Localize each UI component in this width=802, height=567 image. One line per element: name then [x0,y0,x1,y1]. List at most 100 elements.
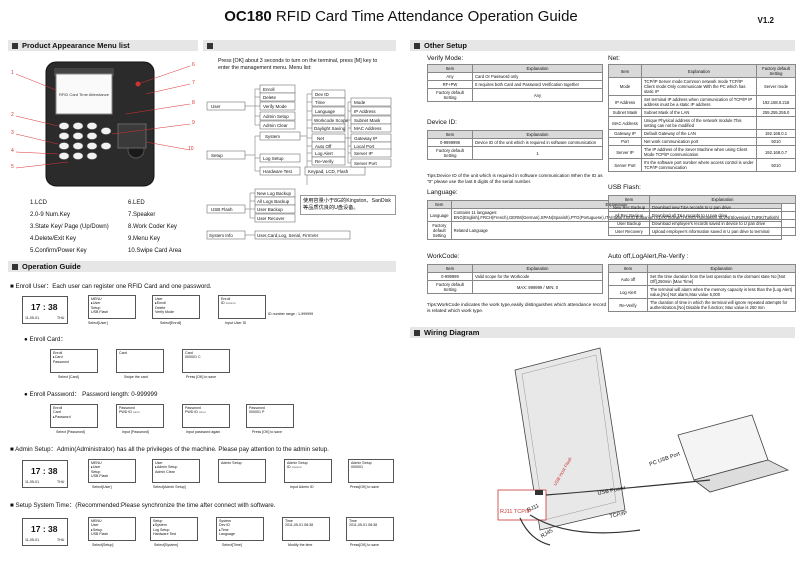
menu-net: Server Port [354,161,378,166]
wiring-diagram: PC USB Port USB Power TCP/IP RJ11 RJ45 R… [497,347,790,546]
menu-usb-item: User Recover [257,216,285,221]
caption: Press [OK] to save [252,430,282,434]
menu-sysinfo: System Info [209,233,233,238]
section-icon [12,42,18,49]
verify-title: Verify Mode: [427,55,464,62]
menu-item: Delete [263,95,277,100]
menu-net: Local Port [354,144,375,149]
caption: Press[OK] to save [350,543,379,547]
callout-lines [15,65,191,169]
caption: Input [Password] [122,430,149,434]
clock-screen: 17 : 38 11-05-01 THU [22,460,68,488]
callout-6: 6 [192,62,195,68]
caption: Input password again [186,430,221,434]
caption: Select[User] [92,485,112,489]
version-label: V1.2 [757,16,774,25]
menu-net: Gateway IP [354,136,377,141]
section-blank [203,40,396,51]
menu-sub: Auto Off [315,144,332,149]
clock-screen: 17 : 38 11-05-01 THU [22,518,68,546]
caption: Input User ID [225,321,247,325]
callout-7: 7 [192,80,195,86]
callout-2: 2 [11,112,14,118]
rj45-label: RJ45 [540,528,554,540]
callout-10: 10 [188,146,194,152]
page-title: OC180 RFID Card Time Attendance Operatio… [224,8,578,25]
menu-usb-item: All Logs Backup [257,199,290,204]
caption: Press [OK] to save [186,375,216,379]
menu-sub: Re-Verify [315,159,334,164]
legend-item: 3.State Key/ Page (Up/Down) [30,224,109,230]
callout-5: 5 [11,164,14,170]
admin-setup-screen: Admin Setup [218,459,266,483]
callout-4: 4 [11,148,14,154]
clock-date: 11-05-01 [25,316,40,320]
parts-legend-right: 6.LED 7.Speaker 8.Work Coder Key 9.Menu … [128,197,181,257]
usb-power-label: USB Power [597,485,626,497]
auto-off-title: Auto off,LogAlert,Re-Verify : [608,253,689,260]
laptop [677,414,790,493]
legend-item: 4.Delete/Exit Key [30,236,77,242]
legend-item: 1.LCD [30,200,48,206]
language-title: Language: [427,189,458,196]
menu-usb-item: User Backup [257,207,283,212]
rj45-cable [519,517,551,546]
caption: Modify the time [288,543,313,547]
keypad [58,122,112,160]
enroll-password-text: ● Enroll Password： Password length: 0-99… [24,391,158,398]
menu-sub: Dev ID [315,92,330,97]
legend-item: 2.0-9 Num.Key [30,212,71,218]
section-icon [414,329,420,336]
parts-legend-left: 1.LCD 2.0-9 Num.Key 3.State Key/ Page (U… [30,197,109,257]
tcp-label: TCP/IP [609,510,628,520]
menu-item: Log Setup [263,156,284,161]
swipe-card-area [117,123,147,149]
legend-item: 9.Menu Key [128,236,161,242]
section-icon [207,42,213,49]
usb-title: USB Flash: [608,184,641,191]
admin-setup-text: ■ Admin Setup：Admin(Administrator) has a… [10,446,329,453]
usb-port-label: PC USB Port [649,451,682,468]
menu-tree-diagram: User Enroll Delete Verify Mode Admin Set… [206,84,392,240]
menu-sub: Keypad, LCD, Flash [308,169,349,174]
workcode-tip: Tips:WorkCode indicates the work type,ea… [427,303,607,314]
menu-sub: Net [317,136,325,141]
callout-8: 8 [192,100,195,106]
menu-item: System [265,134,280,139]
menu-user: User [211,104,221,109]
enroll-user-text: ■ Enroll User：Each user can register one… [10,283,212,290]
caption: ID number range : 1-999999 [268,312,314,316]
usb-cable [545,479,711,496]
caption: Select[User] [88,321,108,325]
section-icon [414,42,420,49]
caption: Select [Card] [58,375,79,379]
menu-item: Hardware Test [263,169,293,174]
terminal-back [497,347,626,531]
net-title: Net: [608,55,620,62]
caption: Select[Setup] [92,543,114,547]
section-wiring: Wiring Diagram [410,327,795,338]
section-product: Product Appearance Menu list [8,40,198,51]
menu-item: Admin Setup [263,114,289,119]
caption: Select[Enroll] [160,321,182,325]
menu-net: Server IP [354,151,373,156]
clock-day: THU [57,316,65,320]
legend-item: 6.LED [128,200,145,206]
tcp-cable [529,514,641,534]
